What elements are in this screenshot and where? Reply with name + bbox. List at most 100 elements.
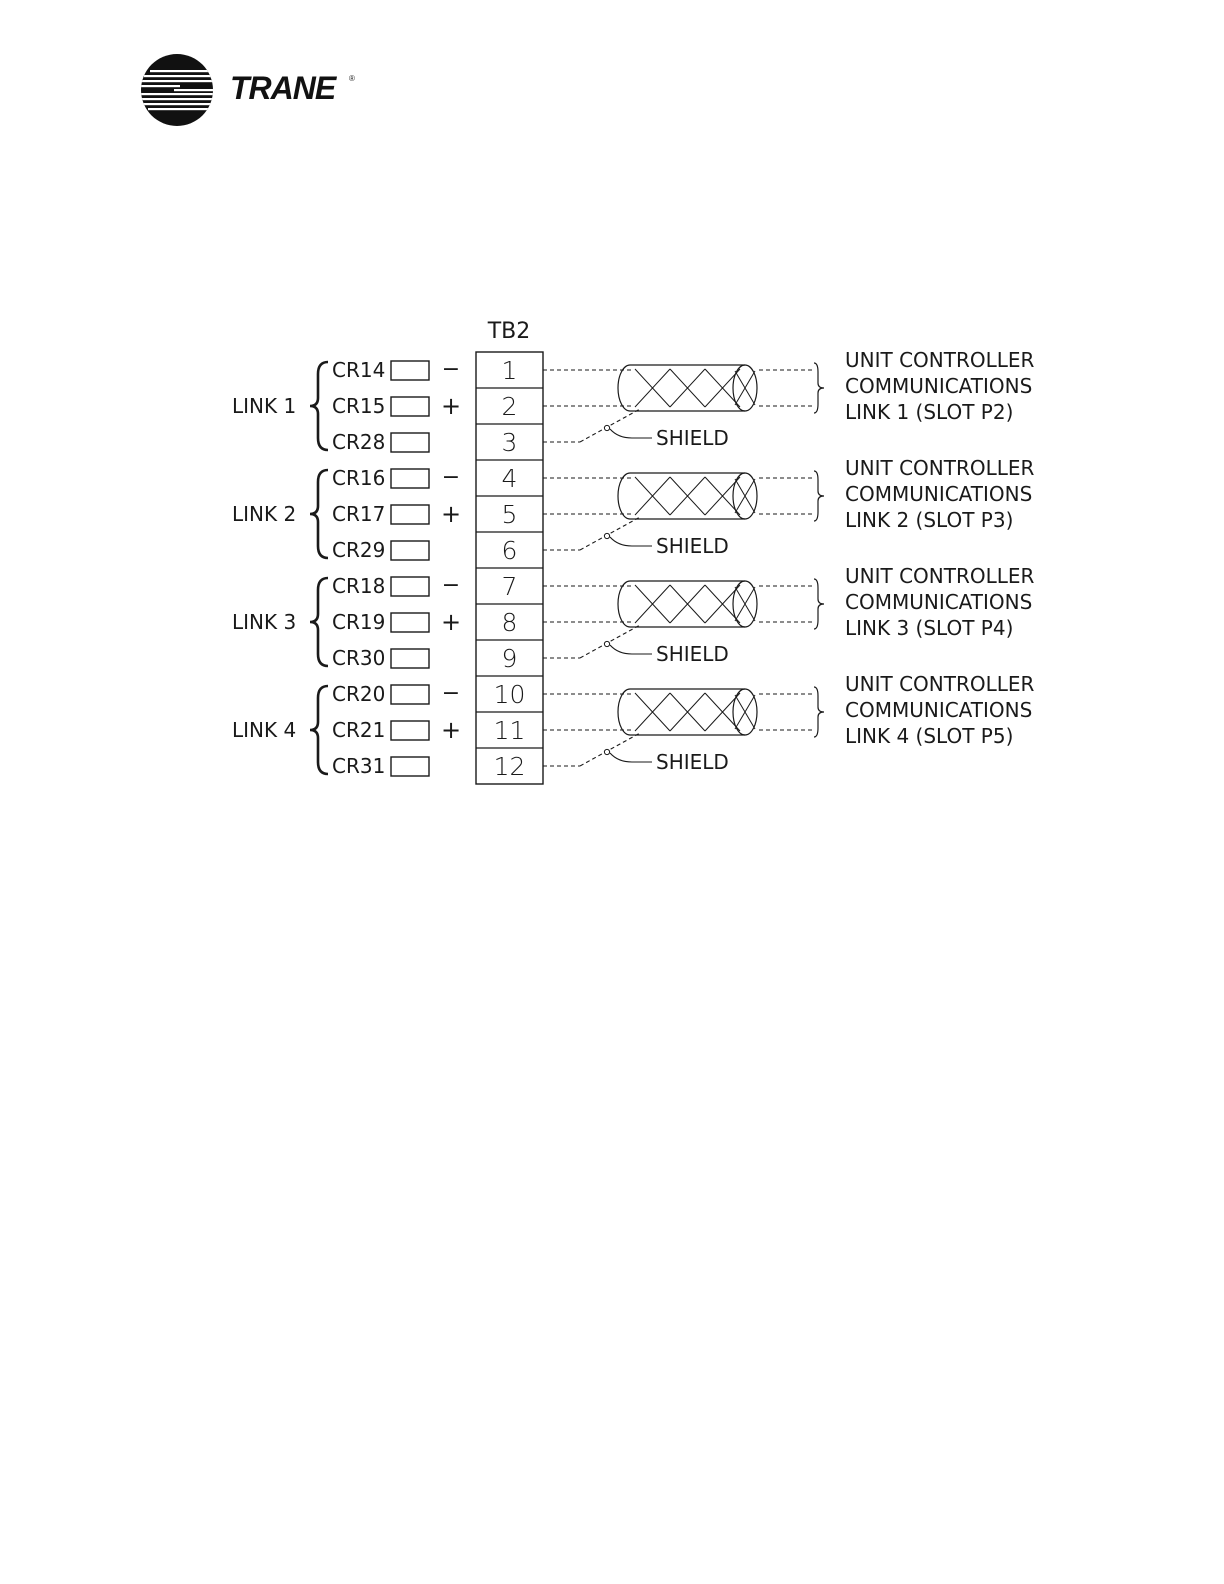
twisted-pair [634, 476, 741, 516]
relay-label: CR16 [332, 466, 385, 490]
twisted-pair [634, 584, 741, 624]
relay-contact-box [390, 648, 430, 669]
controller-brace [813, 362, 825, 414]
terminal-number: 11 [494, 716, 526, 745]
brand-wordmark: TRANE [230, 70, 336, 106]
controller-label: COMMUNICATIONS [845, 698, 1032, 722]
controller-label: UNIT CONTROLLER [845, 348, 1035, 372]
controller-label: LINK 2 (SLOT P3) [845, 508, 1013, 532]
controller-brace [813, 578, 825, 630]
link-label: LINK 2 [232, 502, 296, 526]
terminal-number: 8 [502, 608, 518, 637]
relay-contact-box [390, 504, 430, 525]
relay-label: CR28 [332, 430, 385, 454]
cable-body [617, 688, 745, 736]
shield-terminal [603, 532, 611, 540]
relay-contact-box [390, 468, 430, 489]
link-brace [309, 468, 329, 560]
shield-wire [579, 732, 641, 767]
minus-symbol: − [442, 681, 460, 706]
cable-body [617, 472, 745, 520]
cable-end [732, 472, 758, 520]
shield-terminal [603, 748, 611, 756]
relay-label: CR17 [332, 502, 385, 526]
plus-symbol: + [441, 500, 461, 528]
relay-label: CR21 [332, 718, 385, 742]
shield-leader [609, 428, 652, 439]
relay-contact-box [390, 684, 430, 705]
shield-wire [579, 624, 641, 659]
shield-label: SHIELD [656, 426, 729, 450]
relay-label: CR30 [332, 646, 385, 670]
link-brace [309, 684, 329, 776]
terminal-number: 10 [494, 680, 526, 709]
link-brace [309, 360, 329, 452]
minus-symbol: − [442, 465, 460, 490]
controller-label: COMMUNICATIONS [845, 590, 1032, 614]
link-label: LINK 1 [232, 394, 296, 418]
shield-label: SHIELD [656, 642, 729, 666]
terminal-block-label: TB2 [487, 319, 531, 344]
relay-contact-box [390, 612, 430, 633]
cable-end-twist [734, 370, 756, 406]
terminal-number: 12 [494, 752, 526, 781]
trane-circle-logo-icon [141, 54, 213, 126]
relay-contact-box [390, 432, 430, 453]
controller-brace [813, 470, 825, 522]
twisted-pair [634, 692, 741, 732]
terminal-number: 5 [502, 500, 518, 529]
terminal-number: 4 [502, 464, 518, 493]
cable-end-twist [734, 478, 756, 514]
cable-end [732, 580, 758, 628]
controller-label: UNIT CONTROLLER [845, 564, 1035, 588]
shield-wire [579, 516, 641, 551]
relay-label: CR29 [332, 538, 385, 562]
controller-label: UNIT CONTROLLER [845, 672, 1035, 696]
plus-symbol: + [441, 392, 461, 420]
relay-label: CR20 [332, 682, 385, 706]
link-label: LINK 4 [232, 718, 296, 742]
shield-terminal [603, 640, 611, 648]
minus-symbol: − [442, 357, 460, 382]
shield-leader [609, 644, 652, 655]
cable-end-twist [734, 694, 756, 730]
relay-label: CR19 [332, 610, 385, 634]
page-header: TRANE ® [140, 50, 380, 130]
terminal-number: 1 [502, 356, 518, 385]
terminal-number: 3 [502, 428, 518, 457]
cable-end-twist [734, 586, 756, 622]
controller-brace [813, 686, 825, 738]
terminal-number: 2 [502, 392, 518, 421]
relay-contact-box [390, 756, 430, 777]
link-brace [309, 576, 329, 668]
controller-label: COMMUNICATIONS [845, 482, 1032, 506]
cable-end [732, 688, 758, 736]
controller-label: COMMUNICATIONS [845, 374, 1032, 398]
shield-leader [609, 752, 652, 763]
relay-contact-box [390, 540, 430, 561]
relay-label: CR18 [332, 574, 385, 598]
shield-wire [579, 408, 641, 443]
relay-label: CR14 [332, 358, 385, 382]
relay-contact-box [390, 396, 430, 417]
cable-body [617, 580, 745, 628]
relay-label: CR15 [332, 394, 385, 418]
controller-label: LINK 3 (SLOT P4) [845, 616, 1013, 640]
cable-end [732, 364, 758, 412]
plus-symbol: + [441, 608, 461, 636]
minus-symbol: − [442, 573, 460, 598]
twisted-pair [634, 368, 741, 408]
shield-leader [609, 536, 652, 547]
terminal-number: 7 [502, 572, 518, 601]
controller-label: LINK 1 (SLOT P2) [845, 400, 1013, 424]
cable-body [617, 364, 745, 412]
relay-contact-box [390, 720, 430, 741]
shield-terminal [603, 424, 611, 432]
plus-symbol: + [441, 716, 461, 744]
